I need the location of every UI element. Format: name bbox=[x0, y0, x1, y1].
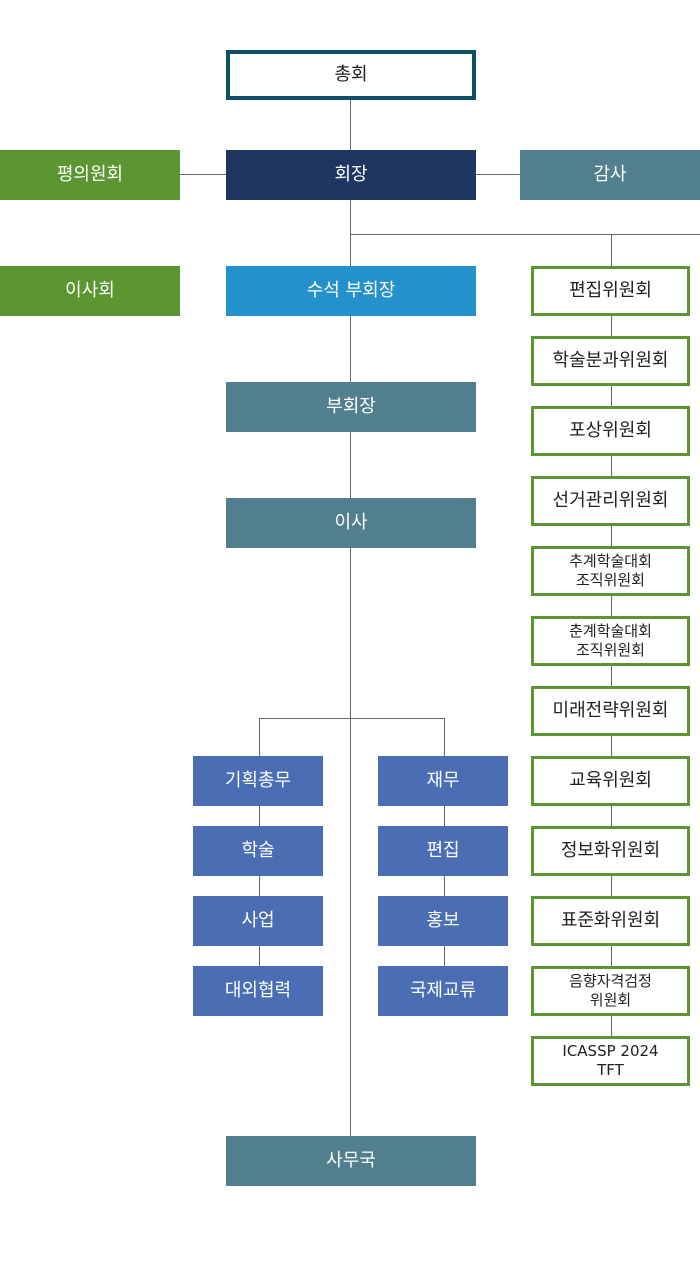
senior-vice-president-label: 수석 부회장 bbox=[306, 280, 396, 302]
line-president-auditor bbox=[476, 174, 520, 175]
president-box: 회장 bbox=[226, 150, 476, 200]
vice-president-box: 부회장 bbox=[226, 382, 476, 432]
board-label: 이사회 bbox=[65, 280, 115, 302]
general-assembly-box: 총회 bbox=[226, 50, 476, 100]
division-box: 사업 bbox=[193, 896, 323, 946]
auditor-label: 감사 bbox=[593, 164, 627, 186]
committee-box: 포상위원회 bbox=[531, 406, 690, 456]
committee-box: ICASSP 2024 TFT bbox=[531, 1036, 690, 1086]
committee-label: 표준화위원회 bbox=[560, 910, 661, 932]
secretariat-label: 사무국 bbox=[326, 1150, 376, 1172]
committee-label: 포상위원회 bbox=[569, 420, 652, 442]
committee-label: 추계학술대회 조직위원회 bbox=[569, 551, 652, 590]
committee-box: 표준화위원회 bbox=[531, 896, 690, 946]
division-label: 국제교류 bbox=[409, 980, 477, 1002]
division-label: 홍보 bbox=[426, 910, 460, 932]
secretariat-box: 사무국 bbox=[226, 1136, 476, 1186]
division-box: 국제교류 bbox=[378, 966, 508, 1016]
committee-label: 미래전략위원회 bbox=[552, 700, 669, 722]
division-label: 학술 bbox=[241, 840, 275, 862]
committee-box: 음향자격검정 위원회 bbox=[531, 966, 690, 1016]
committee-label: 음향자격검정 위원회 bbox=[569, 971, 652, 1010]
auditor-box: 감사 bbox=[520, 150, 700, 200]
president-label: 회장 bbox=[334, 164, 368, 186]
division-label: 편집 bbox=[426, 840, 460, 862]
line-main-spine bbox=[350, 200, 351, 1136]
committee-box: 정보화위원회 bbox=[531, 826, 690, 876]
division-label: 대외협력 bbox=[224, 980, 292, 1002]
committee-box: 미래전략위원회 bbox=[531, 686, 690, 736]
senior-vice-president-box: 수석 부회장 bbox=[226, 266, 476, 316]
committee-label: 정보화위원회 bbox=[560, 840, 661, 862]
division-label: 기획총무 bbox=[224, 770, 292, 792]
division-box: 홍보 bbox=[378, 896, 508, 946]
division-box: 학술 bbox=[193, 826, 323, 876]
committee-box: 교육위원회 bbox=[531, 756, 690, 806]
division-label: 재무 bbox=[426, 770, 460, 792]
committee-box: 추계학술대회 조직위원회 bbox=[531, 546, 690, 596]
committee-label: ICASSP 2024 TFT bbox=[562, 1041, 659, 1080]
division-box: 기획총무 bbox=[193, 756, 323, 806]
committee-label: 학술분과위원회 bbox=[552, 350, 669, 372]
advisory-council-box: 평의원회 bbox=[0, 150, 180, 200]
vice-president-label: 부회장 bbox=[326, 396, 376, 418]
line-assembly-president bbox=[350, 98, 351, 150]
committee-box: 춘계학술대회 조직위원회 bbox=[531, 616, 690, 666]
committee-box: 편집위원회 bbox=[531, 266, 690, 316]
division-label: 사업 bbox=[241, 910, 275, 932]
director-box: 이사 bbox=[226, 498, 476, 548]
line-committee-branch bbox=[350, 234, 700, 235]
director-label: 이사 bbox=[334, 512, 368, 534]
line-division-branch bbox=[259, 718, 444, 719]
general-assembly-label: 총회 bbox=[334, 64, 368, 86]
committee-box: 학술분과위원회 bbox=[531, 336, 690, 386]
committee-label: 춘계학술대회 조직위원회 bbox=[569, 621, 652, 660]
division-box: 편집 bbox=[378, 826, 508, 876]
committee-label: 편집위원회 bbox=[569, 280, 652, 302]
division-box: 대외협력 bbox=[193, 966, 323, 1016]
division-box: 재무 bbox=[378, 756, 508, 806]
line-advisory-president bbox=[180, 174, 226, 175]
committee-label: 선거관리위원회 bbox=[552, 490, 669, 512]
advisory-council-label: 평의원회 bbox=[56, 164, 124, 186]
board-box: 이사회 bbox=[0, 266, 180, 316]
committee-label: 교육위원회 bbox=[569, 770, 652, 792]
committee-box: 선거관리위원회 bbox=[531, 476, 690, 526]
